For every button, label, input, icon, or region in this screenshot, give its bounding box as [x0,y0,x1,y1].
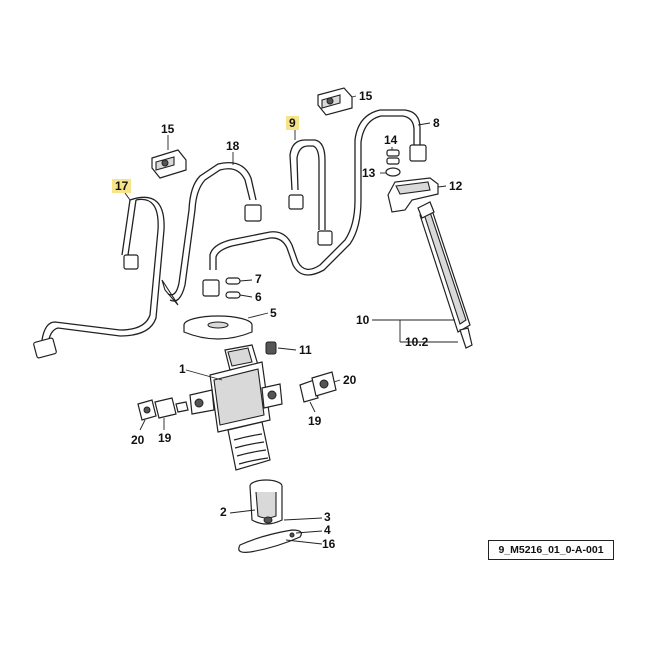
pipe-nut-17b [33,337,57,359]
callout-16: 16 [322,537,336,551]
callout-15-left: 15 [161,122,175,136]
callout-5: 5 [270,306,277,320]
seal-7 [225,277,241,285]
callout-20-left: 20 [131,433,145,447]
callout-8: 8 [433,116,440,130]
fitting-19-left [154,397,189,419]
callout-11: 11 [299,343,312,357]
seal-6 [225,291,241,299]
injection-line-17 [33,196,165,359]
pipe-nut-17a [123,254,139,270]
callout-10-2: 10.2 [405,335,429,349]
callout-12: 12 [449,179,463,193]
seal-14 [386,149,400,165]
fitting-20-right [311,371,337,397]
callout-19-right: 19 [308,414,322,428]
seal-ring-5 [183,315,253,340]
callout-3: 3 [324,510,331,524]
pipe-nut-9c [202,279,220,297]
seal-13 [385,167,401,177]
injector-10 [417,201,473,349]
screw-11 [265,341,277,355]
callout-1: 1 [179,362,186,376]
callout-18: 18 [226,139,240,153]
tappet-2 [249,479,283,525]
callout-2: 2 [220,505,227,519]
callout-9: 9 [286,116,299,130]
pipe-nut-8 [409,144,427,162]
pipe-nut-9a [288,194,304,210]
callout-10: 10 [356,313,370,327]
callout-20-right: 20 [343,373,357,387]
clamp-12 [387,177,439,213]
callout-13: 13 [362,166,376,180]
gasket-16 [238,529,302,553]
pipe-nut-18a [244,204,262,222]
callout-19-left: 19 [158,431,172,445]
clamp-15-left [151,149,187,179]
fitting-20-left [137,399,157,421]
callout-6: 6 [255,290,262,304]
injection-line-18 [161,161,262,306]
callout-7: 7 [255,272,262,286]
reference-code-label: 9_M5216_01_0-A-001 [488,540,614,560]
clamp-15-right [317,87,353,116]
callout-4: 4 [324,523,331,537]
callout-15-right: 15 [359,89,373,103]
high-pressure-pump-1 [189,344,283,471]
callout-17: 17 [112,179,132,193]
callout-14: 14 [384,133,398,147]
pipe-nut-9b [317,230,333,246]
leader-lines [124,95,458,545]
injection-line-9 [202,109,427,297]
